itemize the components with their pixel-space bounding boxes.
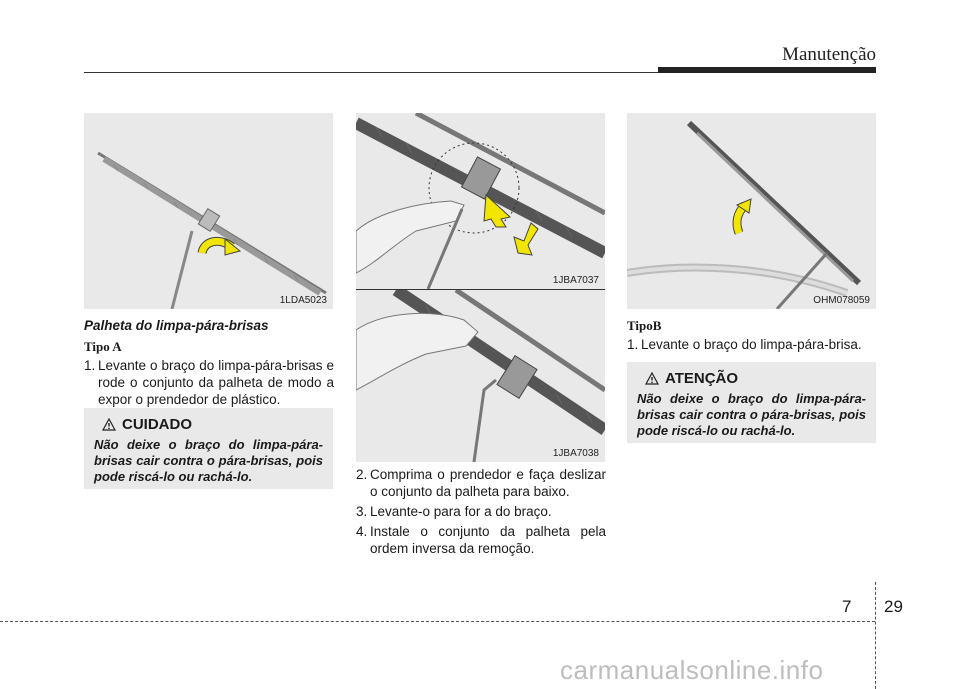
clip-press-illustration xyxy=(356,113,605,289)
steps-list: 1.Levante o braço do limpa-pára-brisas e… xyxy=(84,357,334,408)
type-label: TipoB xyxy=(627,318,662,333)
type-label: Tipo A xyxy=(84,339,122,354)
subsection-heading: Palheta do limpa-pára-brisas xyxy=(84,318,269,333)
warning-triangle-icon xyxy=(645,372,659,385)
steps-list: 2.Comprima o prendedor e faça deslizar o… xyxy=(356,466,606,557)
step-item: 2.Comprima o prendedor e faça deslizar o… xyxy=(356,467,606,499)
chapter-number: 7 xyxy=(842,597,852,616)
section-title: Manutenção xyxy=(782,44,876,65)
steps-list: 1.Levante o braço do limpa-pára-brisa. xyxy=(627,336,877,353)
figure-type-b-arm: OHM078059 xyxy=(627,113,876,309)
figure-code: 1JBA7038 xyxy=(552,448,599,459)
blade-slide-illustration xyxy=(356,290,605,462)
figure-divider xyxy=(356,289,605,290)
figure-press-clip: 1JBA7037 xyxy=(356,113,605,289)
step-item: 1.Levante o braço do limpa-pára-brisas e… xyxy=(84,358,334,407)
caution-header: CUIDADO xyxy=(102,416,323,433)
step-item: 3.Levante-o para for a do braço. xyxy=(356,504,552,519)
caution-title: CUIDADO xyxy=(122,416,192,433)
wiper-type-b-illustration xyxy=(627,120,862,309)
figure-code: OHM078059 xyxy=(813,295,870,306)
header-rule xyxy=(84,72,876,73)
column-2: 2.Comprima o prendedor e faça deslizar o… xyxy=(356,466,606,560)
step-item: 1.Levante o braço do limpa-pára-brisa. xyxy=(627,337,862,352)
figure-code: 1JBA7037 xyxy=(552,275,599,286)
warning-triangle-icon xyxy=(102,418,116,431)
figure-slide-blade: 1JBA7038 xyxy=(356,290,605,462)
footer-separator xyxy=(875,582,876,689)
column-3: TipoB 1.Levante o braço do limpa-pára-br… xyxy=(627,317,877,356)
page-number: 29 xyxy=(884,597,903,616)
watermark: carmanualsonline.info xyxy=(560,655,824,685)
step-item: 4.Instale o conjunto da palheta pela ord… xyxy=(356,524,606,556)
caution-text: Não deixe o braço do limpa-pára-brisas c… xyxy=(94,437,323,484)
caution-box: CUIDADO Não deixe o braço do limpa-pára-… xyxy=(84,408,333,489)
attention-title: ATENÇÃO xyxy=(665,370,739,387)
figure-wiper-arm-rotate: 1LDA5023 xyxy=(84,113,333,309)
attention-header: ATENÇÃO xyxy=(645,370,866,387)
column-1: Palheta do limpa-pára-brisas Tipo A 1.Le… xyxy=(84,317,334,411)
attention-text: Não deixe o braço do limpa-pára-brisas c… xyxy=(637,391,866,438)
attention-box: ATENÇÃO Não deixe o braço do limpa-pára-… xyxy=(627,362,876,443)
figure-code: 1LDA5023 xyxy=(279,295,327,306)
wiper-blade-illustration xyxy=(97,151,327,309)
header-rule-accent xyxy=(658,67,876,73)
footer-rule xyxy=(0,621,875,622)
